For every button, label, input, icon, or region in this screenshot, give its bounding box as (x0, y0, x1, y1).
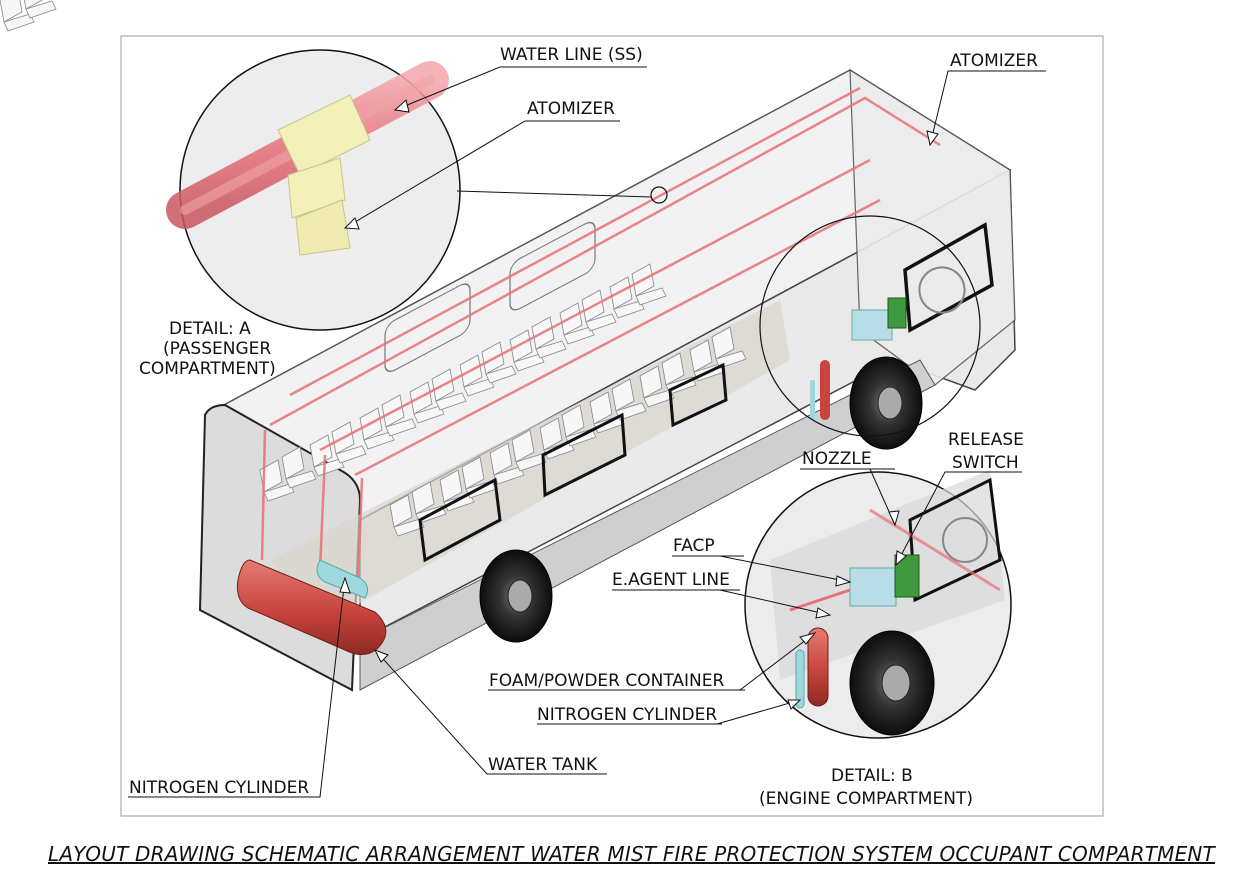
label-atomizer-detail: ATOMIZER (527, 99, 615, 119)
steering-wheel (918, 266, 966, 314)
label-atomizer-main: ATOMIZER (950, 51, 1038, 71)
label-nitrogen-b: NITROGEN CYLINDER (537, 705, 717, 725)
label-detail-b-1: DETAIL: B (831, 766, 913, 786)
label-detail-b-2: (ENGINE COMPARTMENT) (759, 789, 973, 809)
label-water-tank: WATER TANK (488, 755, 598, 775)
side-windows (418, 222, 994, 563)
drawing-caption: LAYOUT DRAWING SCHEMATIC ARRANGEMENT WAT… (48, 842, 1215, 866)
label-release-2: SWITCH (952, 453, 1019, 473)
front-wheel (849, 356, 923, 450)
detail-a-callout (166, 49, 668, 331)
label-detail-a-1: DETAIL: A (169, 319, 251, 339)
label-facp: FACP (673, 536, 715, 556)
label-water-line: WATER LINE (SS) (500, 45, 643, 65)
label-agent-line: E.AGENT LINE (612, 570, 730, 590)
leader-arrowheads (339, 99, 939, 710)
rear-wheel (479, 549, 553, 643)
label-release-1: RELEASE (948, 430, 1024, 450)
detail-b-callout (744, 215, 1012, 739)
water-line-pipes (260, 86, 941, 586)
engine-components (810, 297, 907, 420)
label-foam-container: FOAM/POWDER CONTAINER (489, 671, 725, 691)
label-detail-a-2: (PASSENGER (163, 339, 271, 359)
nitrogen-cylinder-rear (316, 559, 369, 599)
labels: WATER LINE (SS) ATOMIZER ATOMIZER DETAIL… (129, 45, 1038, 809)
label-detail-a-3: COMPARTMENT) (139, 359, 276, 379)
left-windows (384, 221, 596, 372)
label-nitrogen-a: NITROGEN CYLINDER (129, 778, 309, 798)
drawing-frame (120, 35, 1104, 817)
passenger-seats (0, 0, 747, 537)
label-nozzle: NOZZLE (802, 449, 872, 469)
water-tank (237, 559, 387, 655)
